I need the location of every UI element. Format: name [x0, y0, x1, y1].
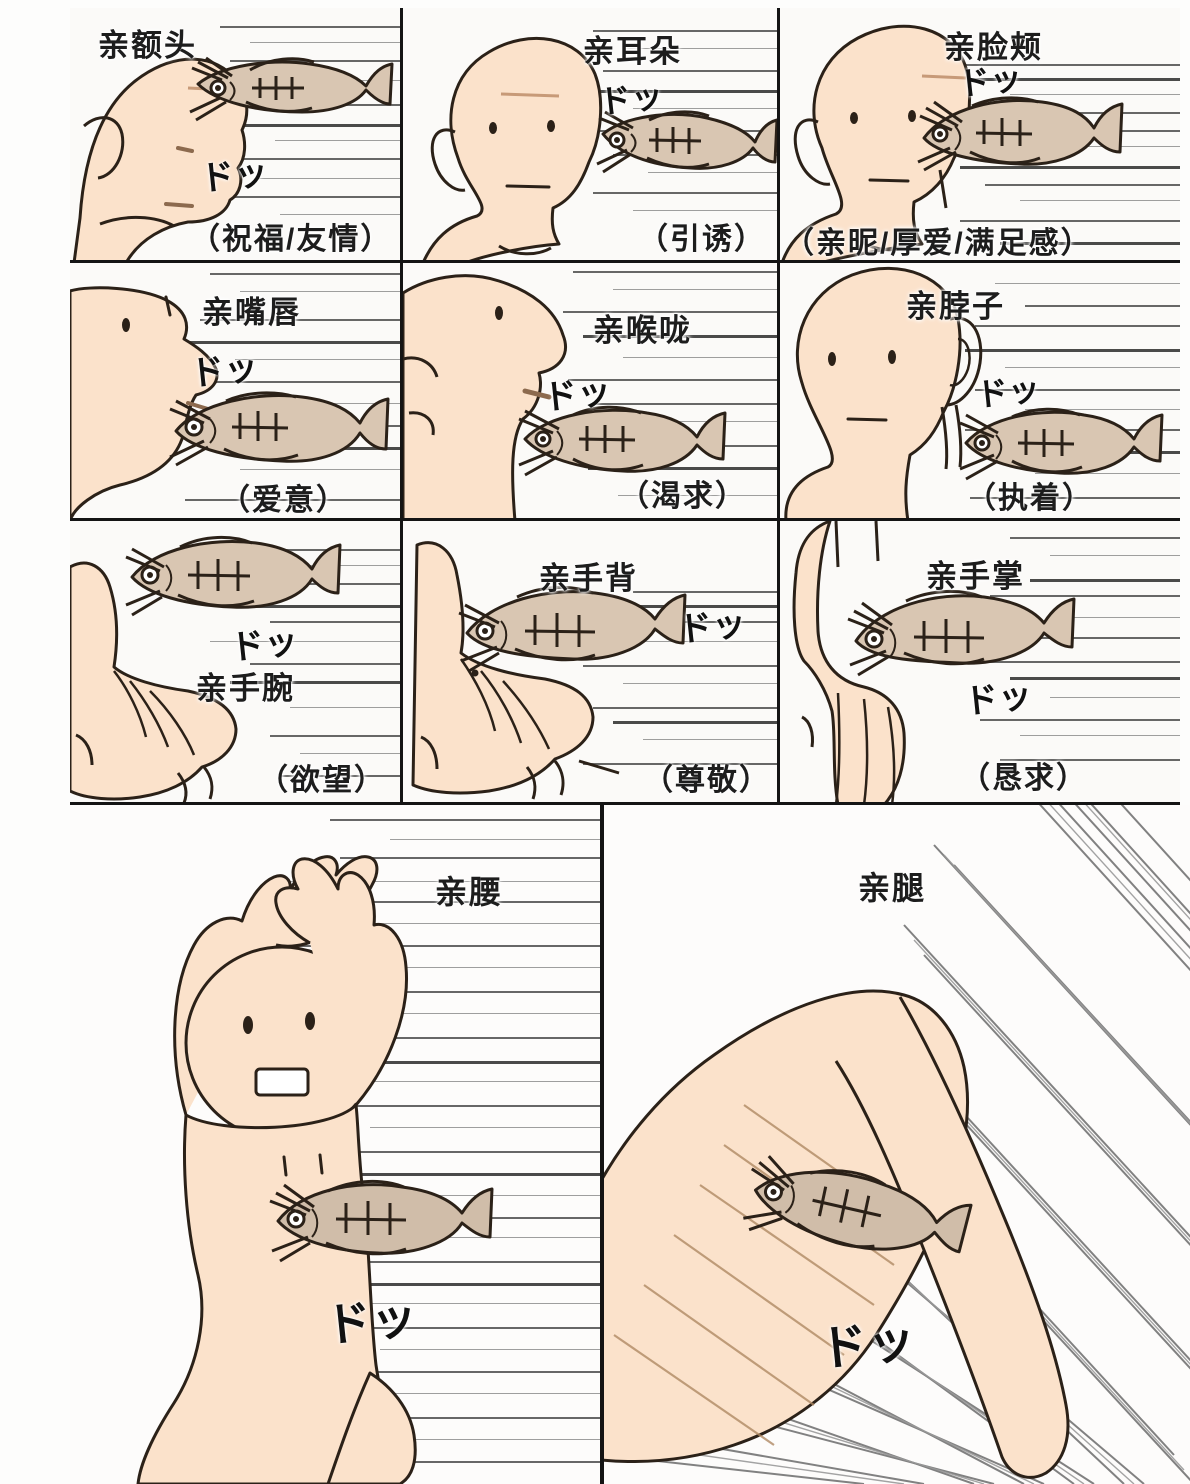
panel-caption: （执着）: [966, 482, 1094, 515]
face-profile-drawing: [70, 286, 390, 521]
hand-palm-drawing: [792, 521, 1076, 805]
fish-leg: [743, 1155, 973, 1254]
panel-waist: ドッ 亲腰: [70, 805, 604, 1484]
panel-title: 亲脖子: [906, 289, 1005, 324]
panel-border-bottom: [780, 518, 1180, 521]
panel-border-bottom: [70, 518, 403, 521]
panel-border-bottom: [403, 518, 780, 521]
panel-border-right: [600, 805, 604, 1484]
panel-lips: ドッ 亲嘴唇 （爱意）: [70, 263, 403, 521]
panel-border-bottom: [403, 802, 780, 805]
fish-palm: [847, 589, 1076, 677]
panel-caption: （恳求）: [960, 762, 1088, 795]
panel-palm: ドッ 亲手掌 （恳求）: [780, 521, 1180, 805]
panel-caption: （亲昵/厚爱/满足感）: [784, 227, 1093, 260]
head-front-drawing: [780, 24, 1124, 263]
sfx-dokkan: ドッ: [974, 369, 1043, 415]
sfx-dokkan: ドッ: [198, 152, 271, 200]
panel-title: 亲腿: [858, 870, 927, 906]
panel-border-bottom: [70, 802, 403, 805]
panel-border-right: [400, 8, 403, 263]
panel-caption: （爱意）: [220, 484, 348, 517]
panel-throat: ドッ 亲喉咙 （渴求）: [403, 263, 780, 521]
panel-border-right: [400, 263, 403, 521]
panel-border-right: [777, 8, 780, 263]
panel-title: 亲手掌: [926, 559, 1025, 594]
panel-title: 亲耳朵: [583, 34, 682, 69]
panel-hand-back: ドッ 亲手背 （尊敬）: [403, 521, 780, 805]
leg-figure-drawing: [604, 805, 1190, 1484]
sfx-dokkan: ドッ: [188, 347, 261, 395]
panel-neck: ドッ 亲脖子 （执着）: [780, 263, 1180, 521]
panel-border-right: [777, 263, 780, 521]
panel-border-bottom: [780, 260, 1180, 263]
panel-border-bottom: [403, 260, 780, 263]
head-up-drawing: [403, 274, 727, 521]
panel-title: 亲手腕: [196, 671, 295, 706]
panel-leg: ドッ 亲腿: [604, 805, 1190, 1484]
panel-title: 亲额头: [98, 28, 197, 63]
hand-wrist-drawing: [70, 535, 342, 804]
panel-caption: （祝福/友情）: [190, 223, 393, 256]
fish-lips: [169, 391, 390, 467]
panel-title: 亲脸颊: [944, 30, 1043, 65]
fish-neck: [959, 407, 1164, 481]
panel-title: 亲腰: [435, 874, 504, 910]
head-profile-drawing: [72, 56, 394, 263]
waist-figure-drawing: [136, 855, 494, 1484]
sfx-dokkan: ドッ: [541, 371, 614, 419]
panel-title: 亲嘴唇: [202, 295, 301, 330]
panel-caption: （渴求）: [619, 480, 747, 513]
sfx-dokkan: ドッ: [597, 76, 666, 122]
panel-caption: （尊敬）: [643, 764, 771, 797]
sfx-dokkan: ドッ: [228, 621, 301, 669]
panel-caption: （欲望）: [258, 764, 386, 797]
head-front-drawing: [784, 266, 1164, 521]
panel-title: 亲喉咙: [593, 313, 692, 348]
fish-cheek: [917, 96, 1124, 172]
panel-border-bottom: [70, 260, 403, 263]
sfx-dokkan: ドッ: [676, 603, 749, 651]
panel-cheek: ドッ 亲脸颊 （亲昵/厚爱/满足感）: [780, 8, 1180, 263]
panel-border-right: [777, 521, 780, 805]
panel-border-bottom: [780, 802, 1180, 805]
fish-wrist: [125, 535, 342, 617]
sfx-dokkan: ドッ: [962, 675, 1035, 723]
fish-ear: [596, 110, 779, 174]
sfx-dokkan: ドッ: [322, 1289, 420, 1353]
fish-hand-back: [458, 585, 687, 673]
panel-caption: （引诱）: [638, 223, 766, 256]
panel-forehead: ドッ 亲额头 （祝福/友情）: [70, 8, 403, 263]
sfx-dokkan: ドッ: [816, 1312, 919, 1378]
panel-border-right: [400, 521, 403, 805]
panel-wrist: ドッ 亲手腕 （欲望）: [70, 521, 403, 805]
panel-ear: ドッ 亲耳朵 （引诱）: [403, 8, 780, 263]
sfx-dokkan: ドッ: [956, 58, 1025, 104]
hand-back-drawing: [411, 541, 687, 800]
fish-throat: [518, 405, 727, 477]
panel-title: 亲手背: [539, 561, 638, 596]
